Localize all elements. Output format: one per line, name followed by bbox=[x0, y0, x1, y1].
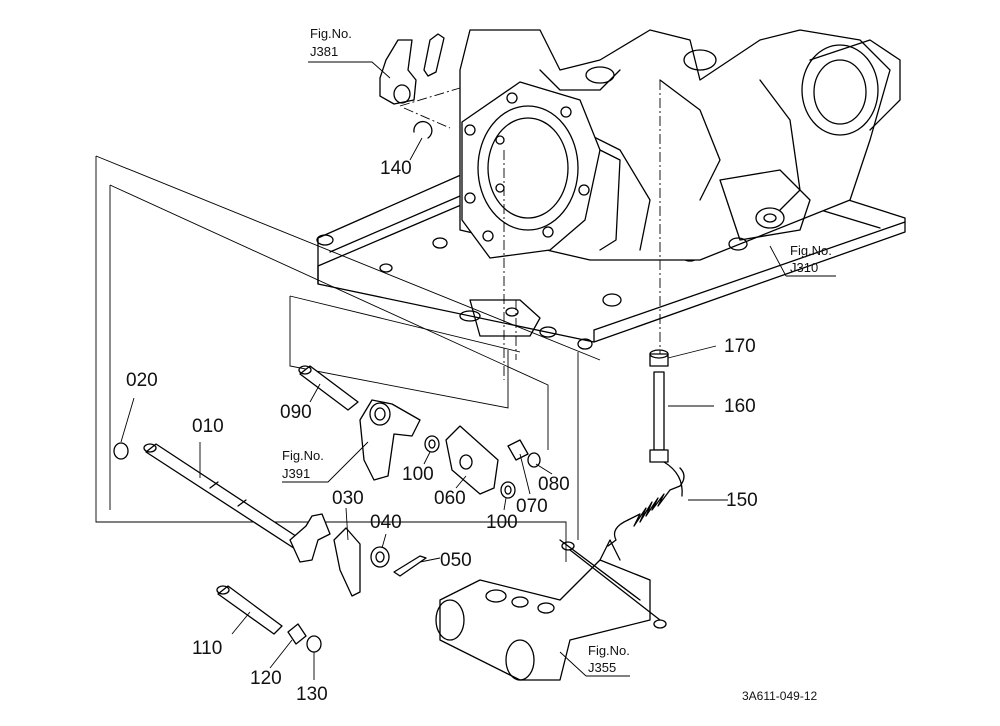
part-label-090: 090 bbox=[280, 402, 312, 423]
fig-caption: Fig.No. bbox=[310, 26, 352, 41]
transmission-case bbox=[316, 29, 906, 350]
figure-reference-j310[interactable]: Fig.No. J310 bbox=[790, 243, 832, 275]
part-label-020: 020 bbox=[126, 370, 158, 391]
nut-130 bbox=[306, 635, 322, 653]
part-label-120: 120 bbox=[250, 668, 282, 689]
part-labels: 020 010 030 040 050 060 070 080 090 100 … bbox=[126, 158, 758, 705]
bracket-060 bbox=[445, 425, 499, 495]
part-label-080: 080 bbox=[538, 474, 570, 495]
split-pin-050 bbox=[393, 555, 427, 577]
nut-080 bbox=[527, 452, 541, 468]
washer-100 bbox=[424, 435, 516, 499]
spring-150 bbox=[607, 461, 685, 547]
fig-number: J381 bbox=[310, 44, 338, 59]
center-lines bbox=[399, 80, 661, 380]
o-ring-020 bbox=[113, 442, 129, 460]
part-label-150: 150 bbox=[726, 490, 758, 511]
figure-reference-j391[interactable]: Fig.No. J391 bbox=[282, 448, 324, 481]
fig-number: J355 bbox=[588, 660, 616, 675]
fig-number: J391 bbox=[282, 466, 310, 481]
collar-070 bbox=[507, 439, 529, 461]
fig-caption: Fig.No. bbox=[790, 243, 832, 258]
lever-030 bbox=[333, 527, 361, 597]
bolt-160 bbox=[649, 371, 669, 463]
part-label-100-upper: 100 bbox=[402, 464, 434, 485]
part-label-170: 170 bbox=[724, 336, 756, 357]
fig-caption: Fig.No. bbox=[588, 643, 630, 658]
lever-arm-j391 bbox=[359, 399, 421, 481]
part-label-050: 050 bbox=[440, 550, 472, 571]
part-label-060: 060 bbox=[434, 488, 466, 509]
group-outline bbox=[95, 155, 601, 562]
part-label-030: 030 bbox=[332, 488, 364, 509]
part-label-100-lower: 100 bbox=[486, 512, 518, 533]
shift-shaft-010 bbox=[143, 443, 331, 563]
lever-j381 bbox=[379, 33, 445, 105]
nut-170 bbox=[649, 349, 669, 367]
circlip-140 bbox=[413, 121, 433, 139]
washer-040 bbox=[370, 546, 390, 568]
part-label-070: 070 bbox=[516, 496, 548, 517]
pin-110 bbox=[216, 585, 283, 635]
part-label-110: 110 bbox=[192, 638, 222, 659]
fig-number: J310 bbox=[790, 260, 818, 275]
figure-reference-j381[interactable]: Fig.No. J381 bbox=[310, 26, 352, 59]
fig-caption: Fig.No. bbox=[282, 448, 324, 463]
leader-lines bbox=[120, 61, 836, 680]
drawing-code: 3A611-049-12 bbox=[742, 689, 817, 703]
part-label-160: 160 bbox=[724, 396, 756, 417]
collar-120 bbox=[287, 623, 307, 645]
pin-090 bbox=[298, 365, 359, 411]
part-label-010: 010 bbox=[192, 416, 224, 437]
part-label-140: 140 bbox=[380, 158, 412, 179]
figure-reference-j355[interactable]: Fig.No. J355 bbox=[588, 643, 630, 675]
control-valve-j355 bbox=[435, 539, 667, 681]
part-label-040: 040 bbox=[370, 512, 402, 533]
part-label-130: 130 bbox=[296, 684, 328, 705]
